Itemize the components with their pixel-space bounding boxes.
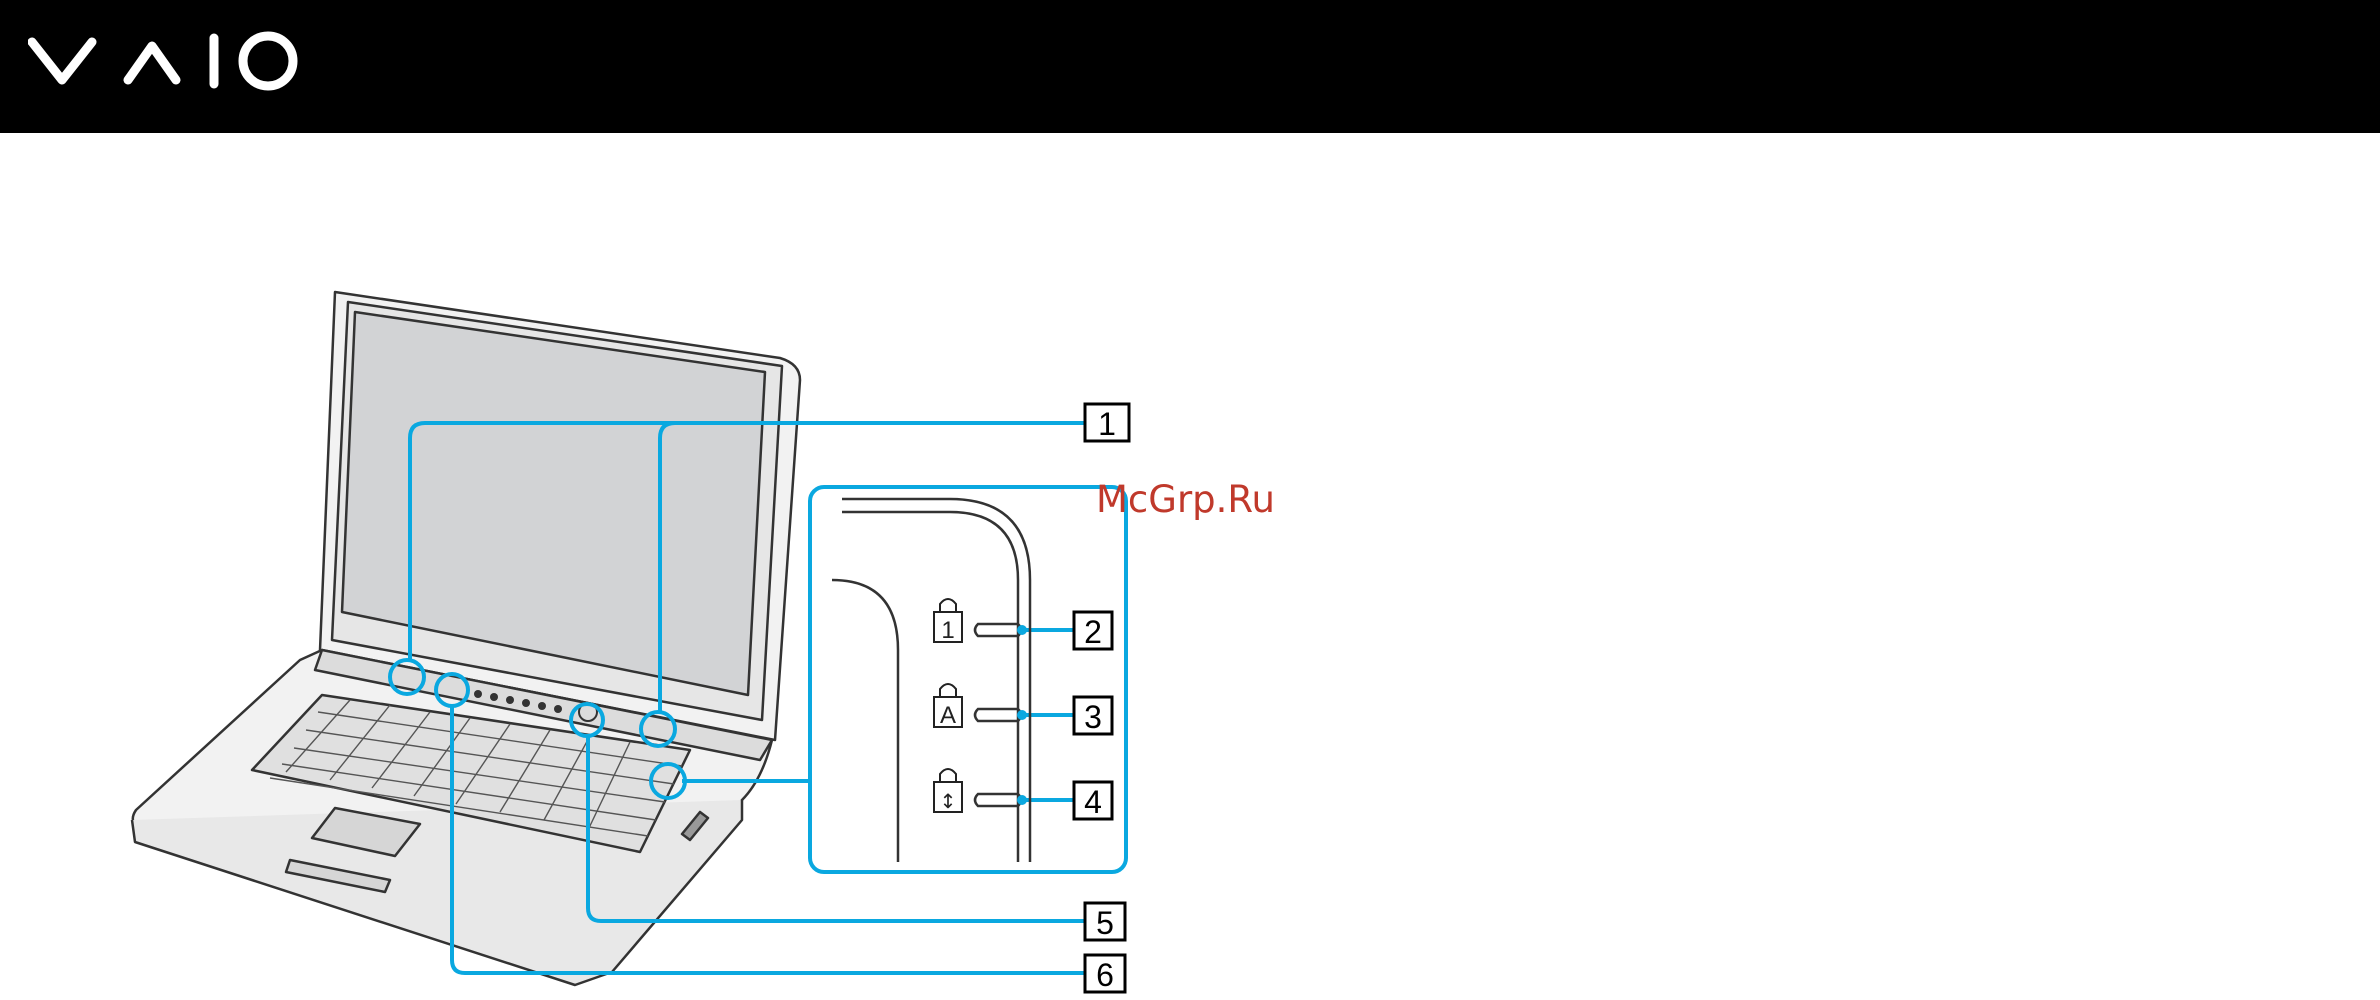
- svg-text:5: 5: [1096, 905, 1114, 941]
- svg-text:↕: ↕: [940, 789, 957, 813]
- num-lock-icon: 1: [934, 599, 962, 644]
- watermark: McGrp.Ru: [1096, 478, 1275, 521]
- callout-1: 1: [1085, 404, 1129, 442]
- svg-text:3: 3: [1084, 699, 1102, 735]
- vaio-logo: [28, 28, 300, 94]
- svg-text:1: 1: [1098, 406, 1116, 442]
- indicator-panel: [832, 499, 1030, 862]
- svg-text:A: A: [940, 702, 956, 729]
- laptop-illustration: [132, 292, 800, 985]
- laptop-figure: 1 A ↕ 1 2 3 4 5 6: [0, 133, 2380, 1000]
- caps-lock-icon: A: [934, 684, 962, 729]
- svg-text:2: 2: [1084, 614, 1102, 650]
- callout-2: 2: [1074, 612, 1112, 650]
- callout-5: 5: [1085, 903, 1125, 941]
- callout-6: 6: [1085, 955, 1125, 993]
- page-header: [0, 0, 2380, 133]
- svg-text:1: 1: [941, 617, 954, 644]
- callout-3: 3: [1074, 697, 1112, 735]
- callout-4: 4: [1074, 782, 1112, 820]
- scroll-lock-icon: ↕: [934, 769, 962, 813]
- svg-text:4: 4: [1084, 784, 1102, 820]
- svg-text:6: 6: [1096, 957, 1114, 993]
